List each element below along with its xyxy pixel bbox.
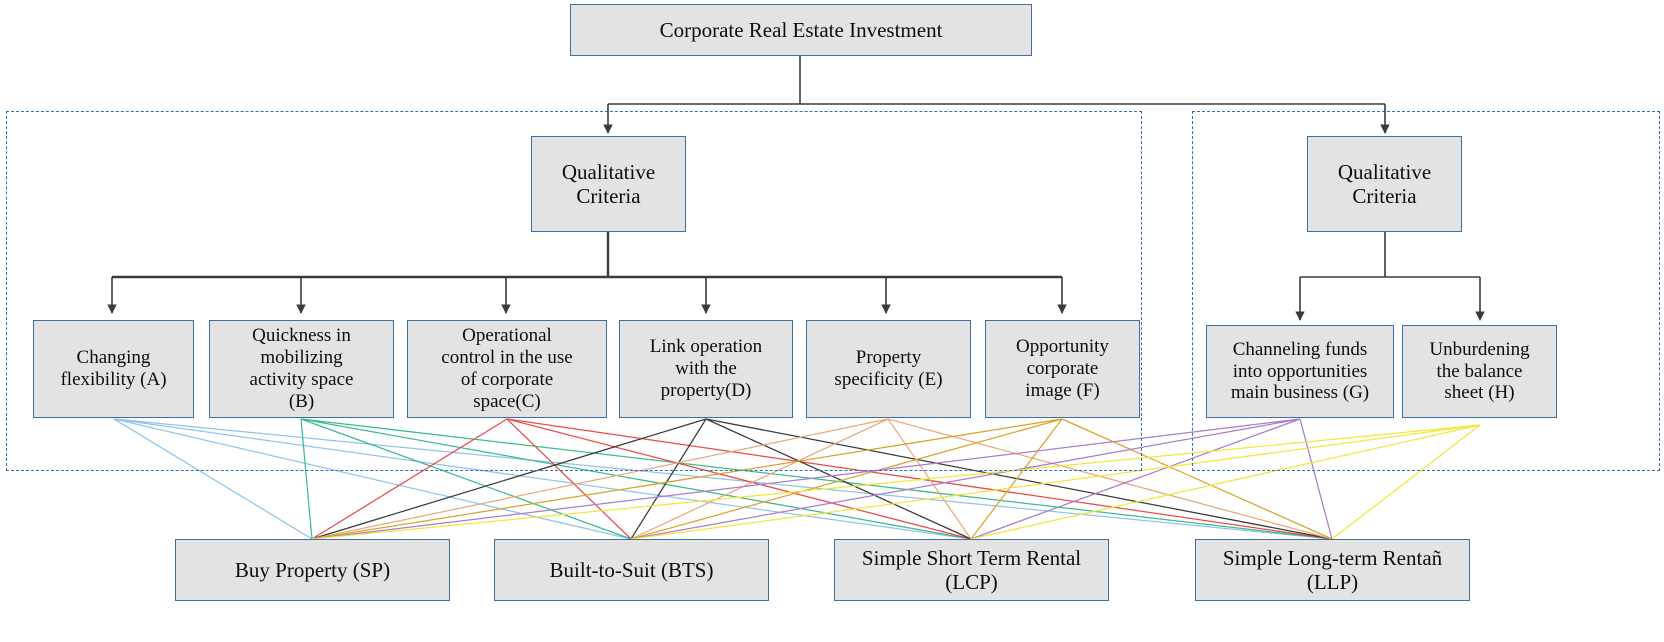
node-alternative-sp-label: Buy Property (SP) bbox=[234, 557, 391, 582]
node-goal-label: Corporate Real Estate Investment bbox=[659, 17, 943, 42]
node-alternative-llp[interactable]: Simple Long-term Rentañ(LLP) bbox=[1195, 539, 1470, 601]
node-alternative-lcp-label: Simple Short Term Rental(LCP) bbox=[861, 545, 1082, 594]
node-alternative-llp-label: Simple Long-term Rentañ(LLP) bbox=[1222, 545, 1443, 594]
node-goal[interactable]: Corporate Real Estate Investment bbox=[570, 4, 1032, 56]
node-alternative-lcp[interactable]: Simple Short Term Rental(LCP) bbox=[834, 539, 1109, 601]
node-alternative-bts-label: Built-to-Suit (BTS) bbox=[549, 557, 714, 582]
node-alternative-sp[interactable]: Buy Property (SP) bbox=[175, 539, 450, 601]
node-alternative-bts[interactable]: Built-to-Suit (BTS) bbox=[494, 539, 769, 601]
